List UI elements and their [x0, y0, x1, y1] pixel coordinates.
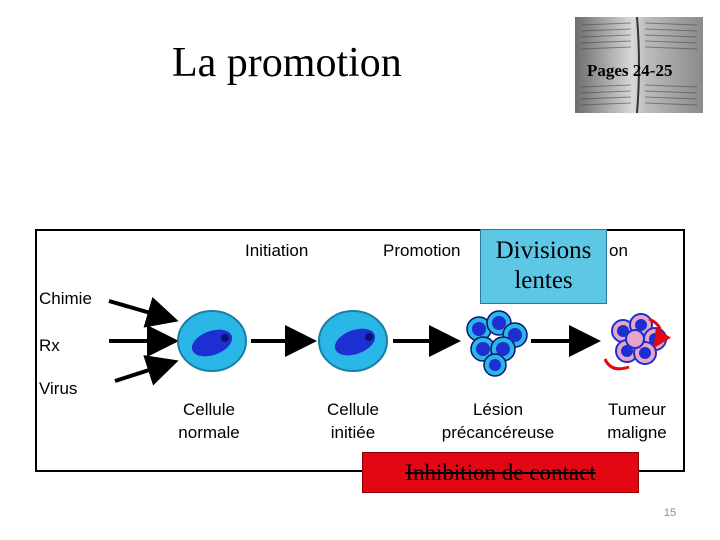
tumor-caption-line1: Tumeur	[608, 400, 666, 419]
inhibition-callout: Inhibition de contact	[362, 452, 639, 493]
normal-cell-icon	[177, 310, 247, 372]
divisions-callout-line1: Divisions	[495, 237, 592, 264]
lesion-cluster-icon	[466, 310, 528, 377]
tumor-caption-line2: maligne	[607, 423, 667, 442]
tumor-cluster-icon	[603, 313, 671, 371]
initiated-cell-caption-line1: Cellule	[327, 400, 379, 419]
lesion-caption-line2: précancéreuse	[442, 423, 554, 442]
divisions-callout-line2: lentes	[514, 267, 573, 294]
stage-progression-label: on	[609, 241, 628, 260]
arrow-chimie	[108, 296, 179, 328]
stage-promotion-label: Promotion	[383, 241, 460, 260]
book-image: Pages 24-25	[575, 17, 703, 113]
agent-virus-label: Virus	[39, 379, 77, 398]
inhibition-callout-text: Inhibition de contact	[405, 460, 596, 485]
arrow-virus	[114, 355, 179, 386]
agent-rx-label: Rx	[39, 336, 60, 355]
lesion-caption-line1: Lésion	[473, 400, 523, 419]
agent-chimie-label: Chimie	[39, 289, 92, 308]
slide-title: La promotion	[172, 40, 402, 86]
normal-cell-caption-line1: Cellule	[183, 400, 235, 419]
stage-initiation-label: Initiation	[245, 241, 308, 260]
initiated-cell-icon	[318, 310, 388, 372]
divisions-callout: Divisions lentes	[480, 229, 607, 304]
initiated-cell-caption-line2: initiée	[331, 423, 375, 442]
normal-cell-caption-line2: normale	[178, 423, 239, 442]
carcinogenesis-diagram: Initiation Promotion on Chimie Rx Virus	[39, 241, 671, 442]
page-reference: Pages 24-25	[587, 61, 673, 80]
open-book-icon	[575, 17, 703, 113]
slide-number: 15	[663, 507, 677, 519]
